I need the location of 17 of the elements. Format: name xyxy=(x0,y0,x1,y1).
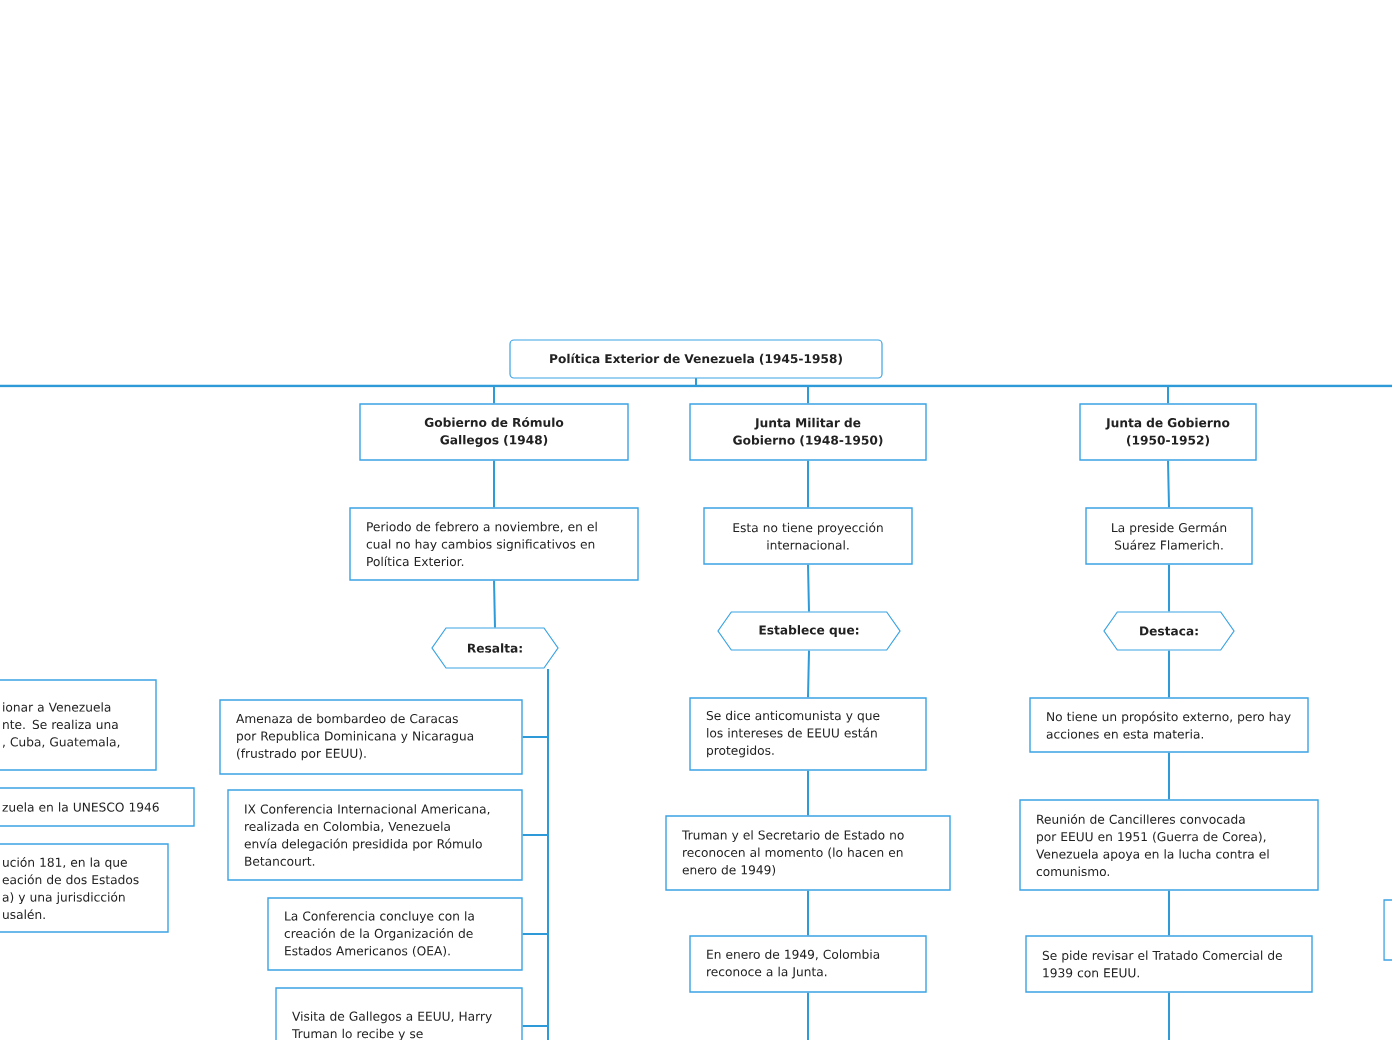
connector-line xyxy=(807,563,810,613)
connector-line xyxy=(493,459,495,509)
connector-line xyxy=(1167,459,1170,509)
connector-line xyxy=(807,769,809,817)
connector-line xyxy=(1168,991,1170,1040)
connector-line xyxy=(493,579,496,629)
connector-line xyxy=(1168,751,1170,801)
connector-line xyxy=(547,668,549,1040)
connector-line xyxy=(1168,889,1170,937)
connector-line xyxy=(807,991,809,1040)
connector-line xyxy=(1168,649,1170,699)
connector-line xyxy=(807,649,810,699)
empty-box xyxy=(1383,899,1392,961)
connector-line xyxy=(807,459,809,509)
connector-line xyxy=(1168,563,1170,613)
connector-line xyxy=(807,889,809,937)
connector-line xyxy=(695,377,1169,405)
